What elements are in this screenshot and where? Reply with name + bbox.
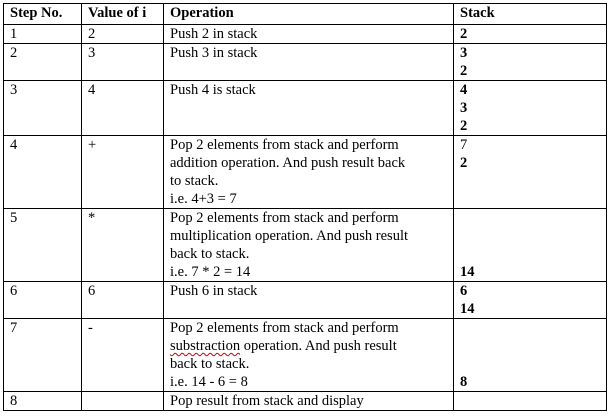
value-of-i-cell: 6	[81, 281, 164, 319]
stack-cell: 4 3 2	[453, 80, 607, 136]
header-operation: Operation	[163, 3, 454, 25]
operation-line: i.e. 7 * 2 = 14	[170, 264, 251, 280]
stack-element: 8	[460, 374, 468, 390]
step-number-cell: 5	[3, 208, 82, 282]
operation-cell: Push 3 in stack	[163, 43, 454, 81]
table-row: 7-Pop 2 elements from stack and perform s…	[3, 318, 607, 392]
step-number-cell: 7	[3, 318, 82, 392]
operation-cell: Pop 2 elements from stack and perform sub…	[163, 318, 454, 392]
operation-line: Push 4 is stack	[170, 82, 256, 98]
operation-cell: Pop result from stack and display	[163, 391, 454, 411]
operation-line: back to stack.	[170, 246, 250, 262]
stack-cell: 8	[453, 318, 607, 392]
header-step-no: Step No.	[3, 3, 82, 25]
operation-line: back to stack.	[170, 356, 250, 372]
stack-element: 3	[460, 100, 468, 116]
operation-cell: Pop 2 elements from stack and perform mul…	[163, 208, 454, 282]
operation-cell: Push 4 is stack	[163, 80, 454, 136]
value-of-i-cell: -	[81, 318, 164, 392]
operation-cell: Pop 2 elements from stack and perform add…	[163, 135, 454, 209]
value-of-i-cell: 4	[81, 80, 164, 136]
stack-element: 3	[460, 45, 468, 61]
step-number-cell: 8	[3, 391, 82, 411]
value-of-i-cell: *	[81, 208, 164, 282]
step-number-cell: 4	[3, 135, 82, 209]
stack-element: 6	[460, 283, 468, 299]
table-row: 4+ Pop 2 elements from stack and perform a…	[3, 135, 607, 209]
step-number-cell: 1	[3, 24, 82, 44]
step-number-cell: 6	[3, 281, 82, 319]
table-row: 8 Pop result from stack and display	[3, 391, 607, 411]
stack-cell: 14	[453, 208, 607, 282]
stack-element: 14	[460, 264, 475, 280]
stack-element: 2	[460, 26, 468, 42]
step-number-cell: 3	[3, 80, 82, 136]
spelling-error-underline: substraction	[170, 338, 241, 354]
operation-line: Pop result from stack and display	[170, 393, 364, 409]
stack-element: 2	[460, 63, 468, 79]
operation-cell: Push 6 in stack	[163, 281, 454, 319]
header-row: Step No. Value of i Operation Stack	[3, 3, 607, 25]
operation-line: i.e. 14 - 6 = 8	[170, 374, 248, 390]
operation-line: Push 6 in stack	[170, 283, 258, 299]
value-of-i-cell: 3	[81, 43, 164, 81]
operation-line: i.e. 4+3 = 7	[170, 191, 237, 207]
header-value-of-i: Value of i	[81, 3, 164, 25]
operation-line: Pop 2 elements from stack and perform	[170, 137, 399, 153]
operation-cell: Push 2 in stack	[163, 24, 454, 44]
operation-line: Push 3 in stack	[170, 45, 258, 61]
stack-element: 2	[460, 118, 468, 134]
value-of-i-cell	[81, 391, 164, 411]
operation-line: substraction operation. And push result	[170, 338, 397, 354]
value-of-i-cell: 2	[81, 24, 164, 44]
stack-element: 7	[460, 137, 468, 153]
value-of-i-cell: +	[81, 135, 164, 209]
stack-cell	[453, 391, 607, 411]
operation-line: Push 2 in stack	[170, 26, 258, 42]
stack-element: 14	[460, 301, 475, 317]
operation-line: Pop 2 elements from stack and perform	[170, 210, 399, 226]
header-stack: Stack	[453, 3, 607, 25]
stack-element: 2	[460, 155, 468, 171]
operation-line: addition operation. And push result back	[170, 155, 406, 171]
stack-element: 4	[460, 82, 468, 98]
operation-line: Pop 2 elements from stack and perform	[170, 320, 399, 336]
stack-cell: 2	[453, 24, 607, 44]
operation-line: to stack.	[170, 173, 219, 189]
operation-line: multiplication operation. And push resul…	[170, 228, 409, 244]
table-row: 5* Pop 2 elements from stack and perform m…	[3, 208, 607, 282]
step-number-cell: 2	[3, 43, 82, 81]
